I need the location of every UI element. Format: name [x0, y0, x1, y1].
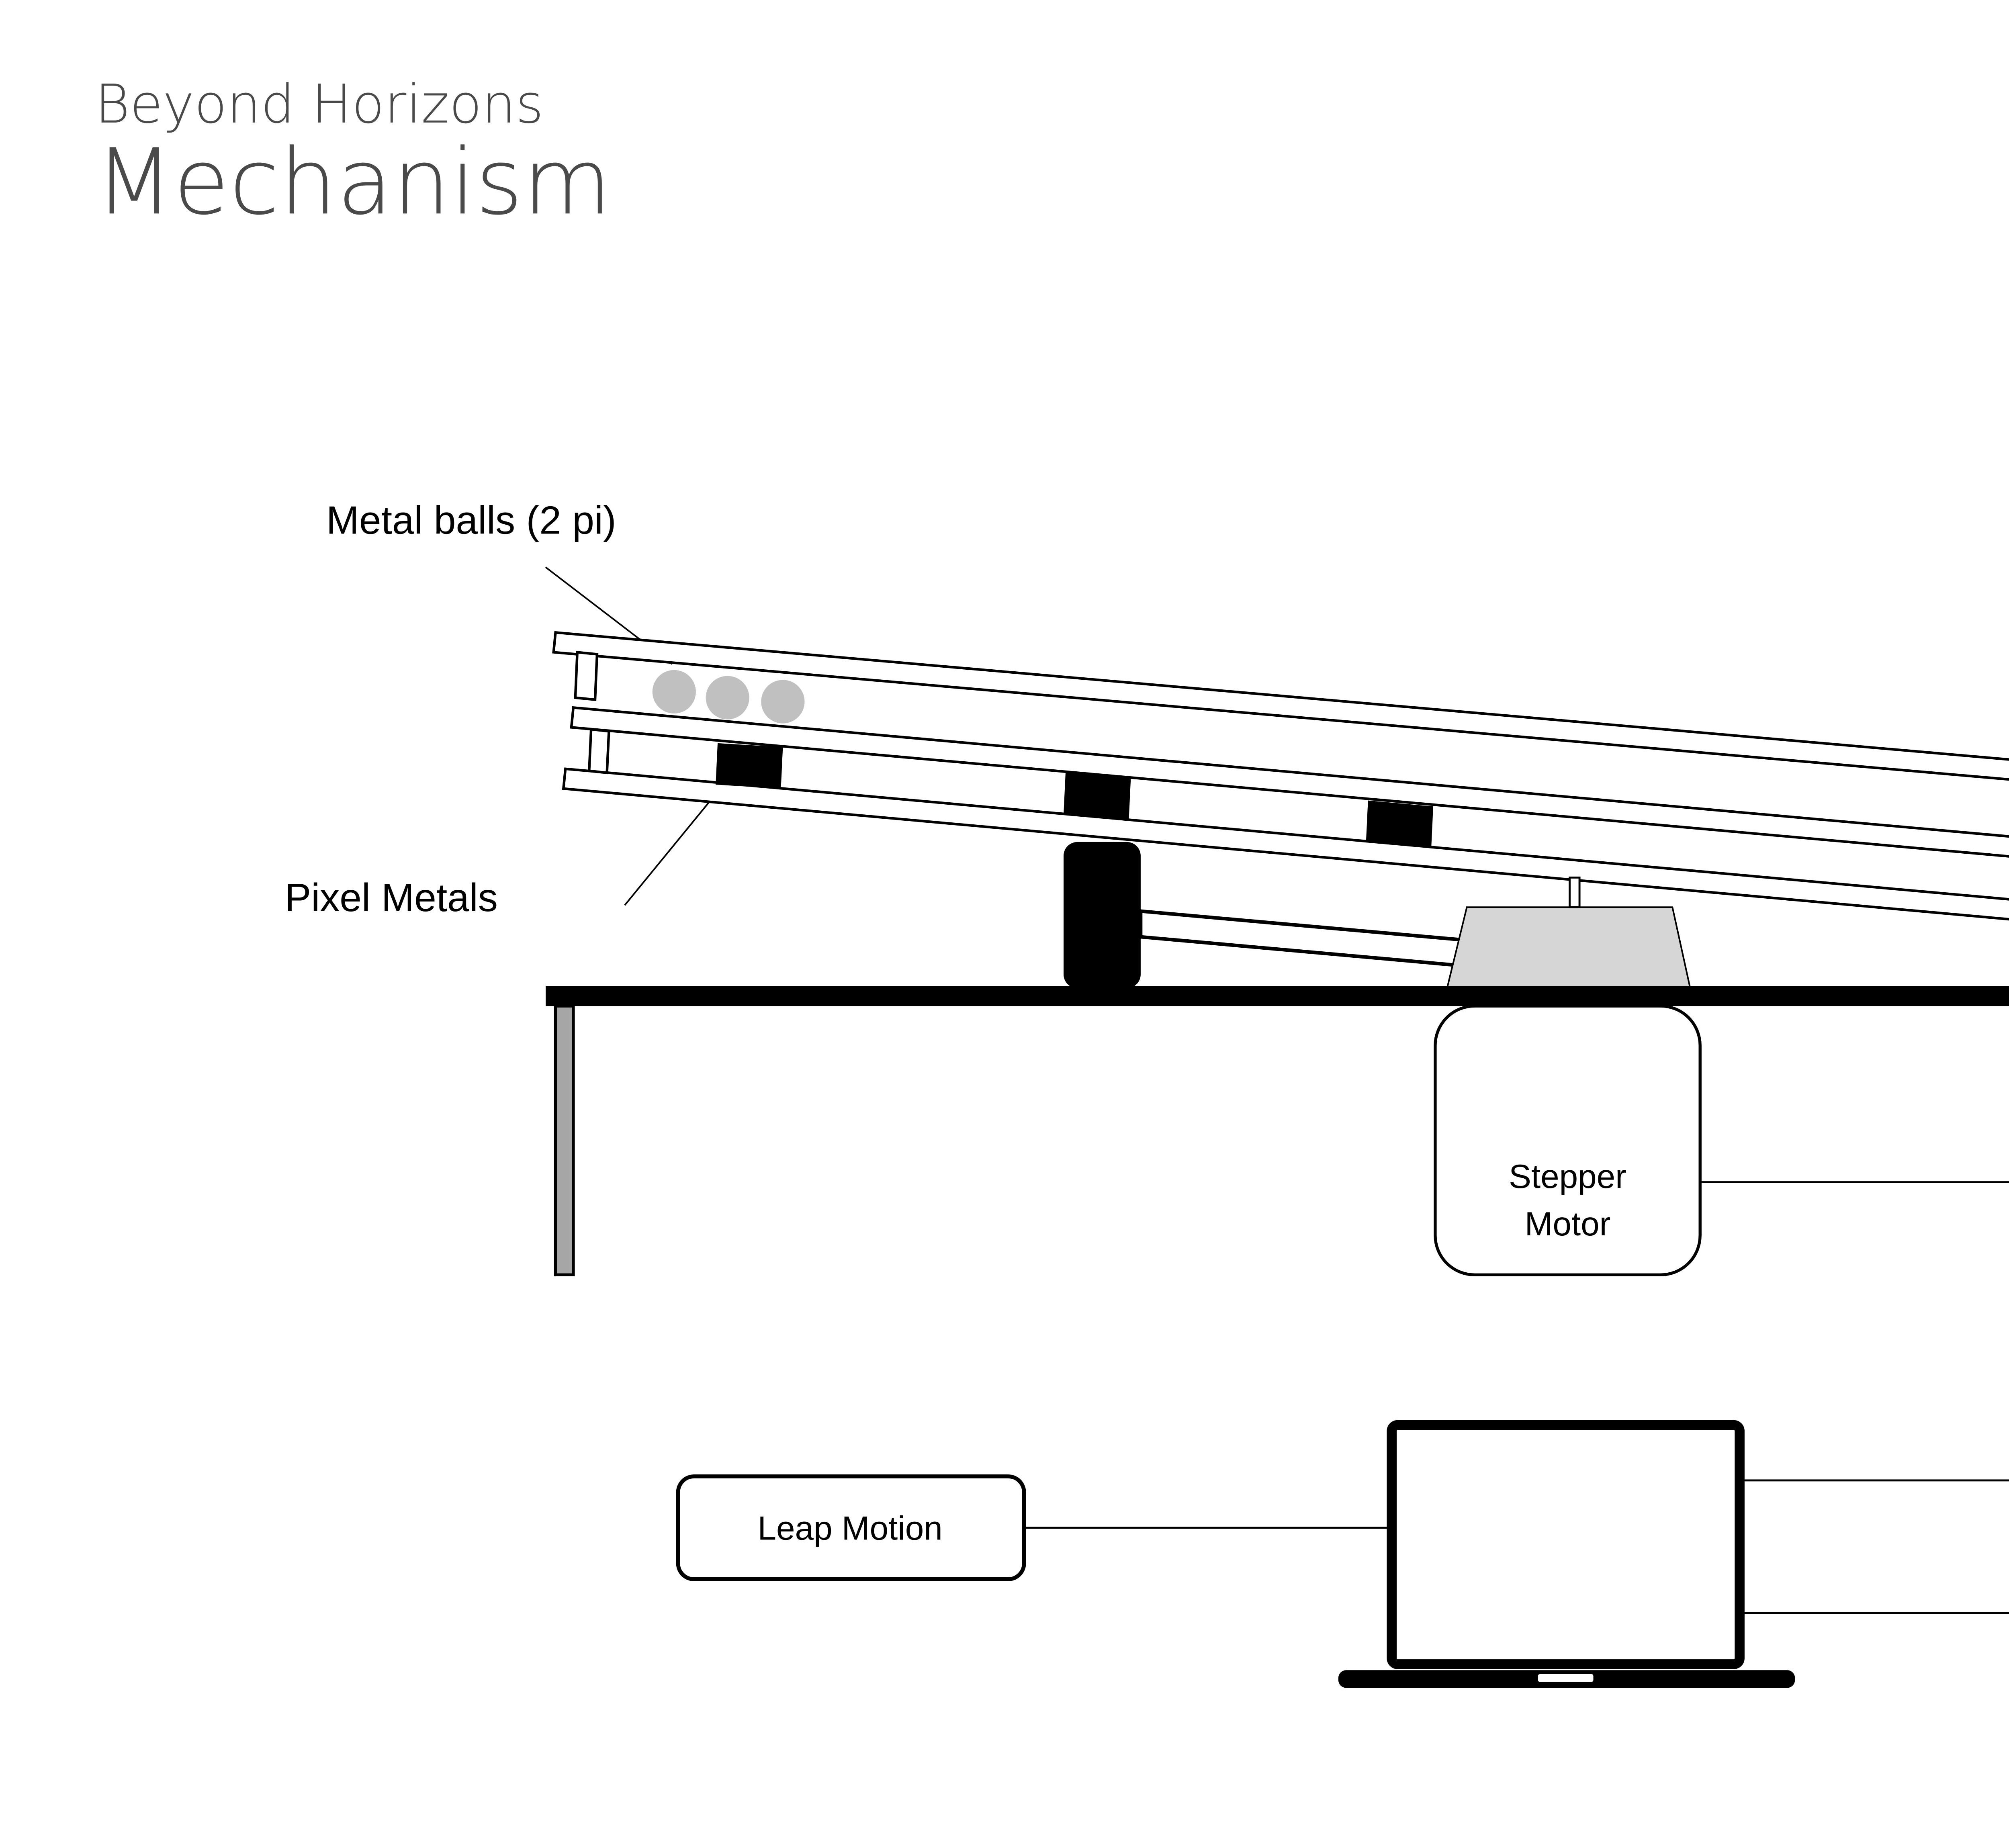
laptop-trackpad [1538, 1674, 1594, 1682]
top-rail [552, 631, 2009, 781]
pixel-metals-label: Pixel Metals [285, 875, 498, 920]
metal-ball [652, 670, 696, 714]
metal-ball [761, 680, 805, 724]
motor-housing [1446, 906, 1692, 989]
pixel-metals [716, 743, 1434, 848]
table-top [546, 986, 2009, 1006]
leap-motion-label: Leap Motion [758, 1509, 943, 1547]
project-name: Beyond Horizons [95, 74, 543, 135]
spacer [587, 728, 610, 775]
hammer-arm [1139, 909, 1475, 969]
pixel-metal [1366, 800, 1434, 848]
motor-shaft [1569, 876, 1581, 908]
metal-ball [706, 676, 749, 720]
stepper-motor-label-line2: Motor [1525, 1205, 1611, 1243]
stepper-motor-box [1434, 1004, 1702, 1276]
pixel-metal [716, 743, 783, 789]
stepper-motor-label-line1: Stepper [1509, 1157, 1626, 1195]
spacer [574, 651, 599, 701]
bottom-rail [562, 767, 2009, 921]
hammer-head [1064, 842, 1141, 988]
laptop-icon [1338, 1420, 1795, 1688]
laptop-screen [1387, 1420, 1745, 1669]
metal-balls-label: Metal balls (2 pi) [326, 498, 616, 542]
table-leg-left [554, 1004, 575, 1276]
metal-balls [652, 670, 805, 724]
rail-assembly [552, 631, 2009, 921]
pixel-metal [1064, 773, 1131, 820]
page-title: Mechanism [95, 129, 612, 235]
middle-rail [570, 706, 2009, 858]
